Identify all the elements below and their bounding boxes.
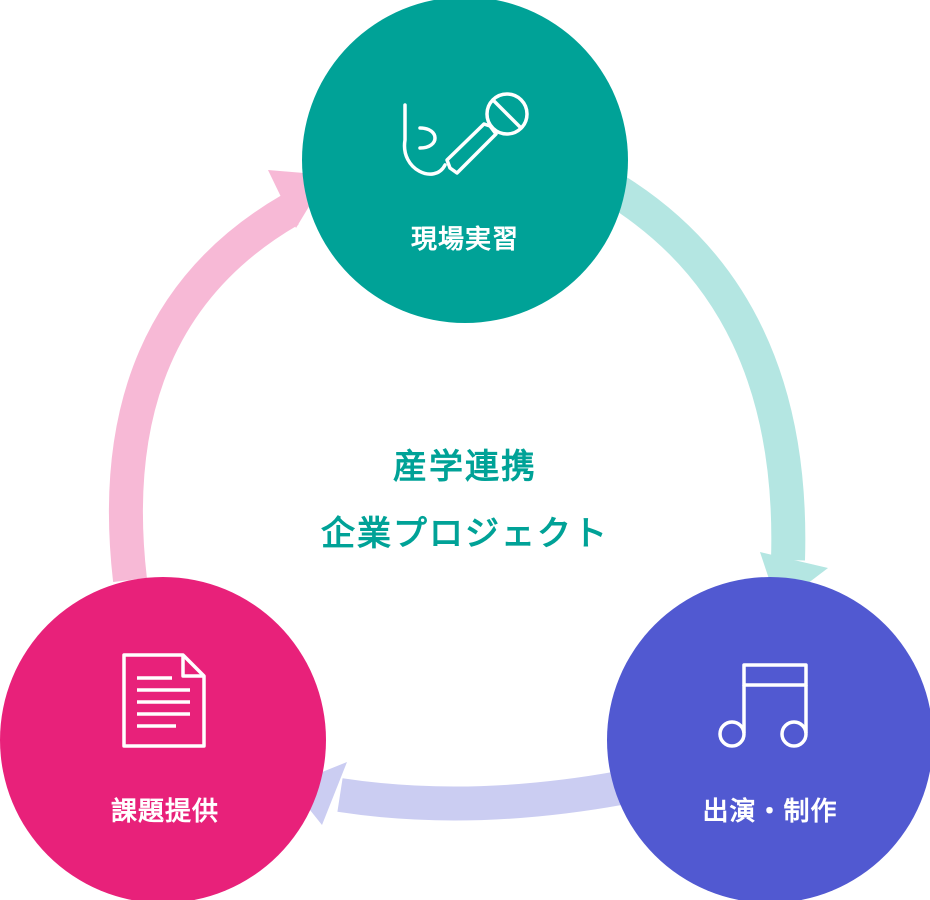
- node-label-top: 現場実習: [411, 224, 519, 255]
- center-caption: 産学連携 企業プロジェクト: [321, 447, 609, 554]
- arrow-left-to-top: [108, 170, 328, 582]
- node-task-provision: 課題提供: [0, 577, 326, 900]
- node-circle-top: [302, 0, 628, 323]
- center-title-line1: 産学連携: [393, 447, 537, 487]
- node-circle-left: [0, 577, 326, 900]
- node-performance-production: 出演・制作: [607, 577, 930, 900]
- music-note-icon: [718, 663, 808, 748]
- document-icon: [122, 653, 206, 748]
- arrow-right-to-left: [290, 762, 624, 825]
- node-circle-right: [607, 577, 930, 900]
- center-title-line2: 企業プロジェクト: [321, 514, 609, 554]
- node-label-right: 出演・制作: [702, 796, 837, 827]
- node-label-left: 課題提供: [111, 796, 219, 827]
- arrow-top-to-right: [603, 173, 828, 606]
- node-onsite-training: 現場実習: [302, 0, 628, 323]
- karaoke-microphone-icon: [402, 92, 529, 176]
